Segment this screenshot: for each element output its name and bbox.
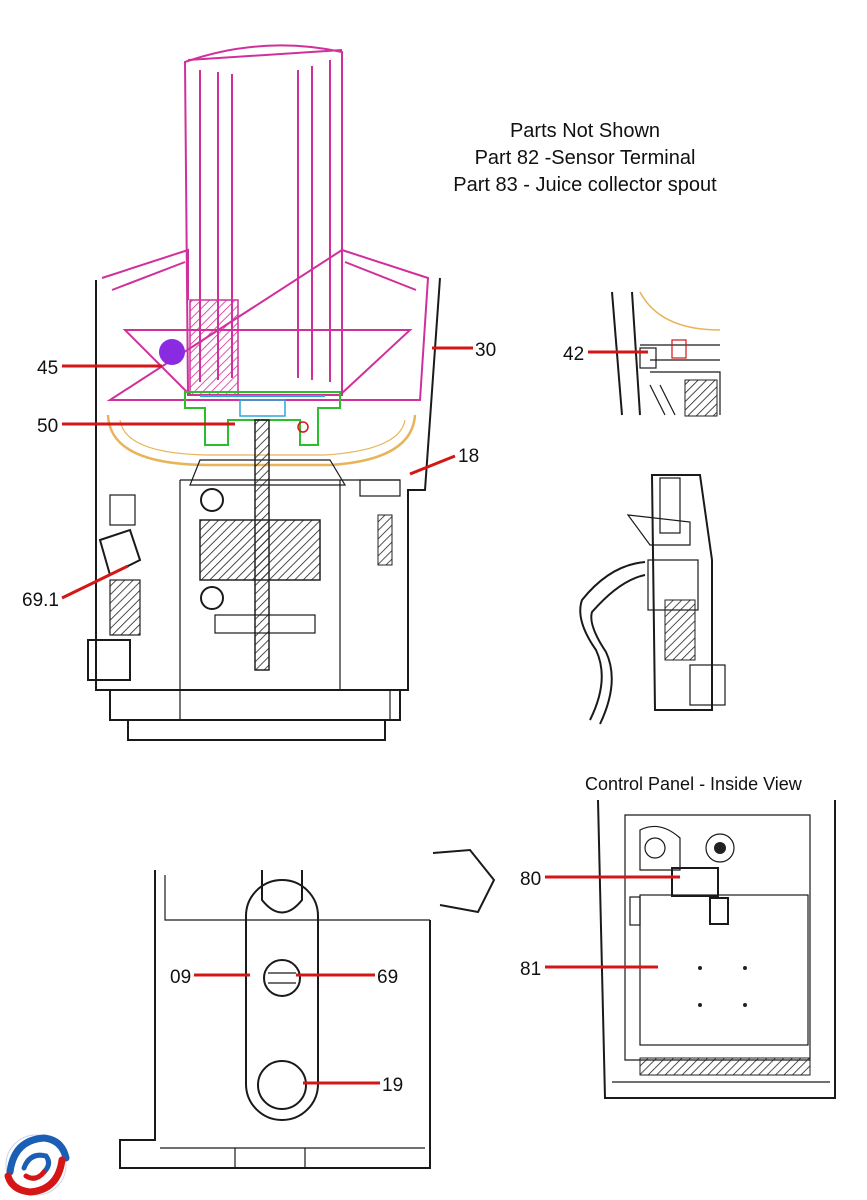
callout-69-1: 69.1 bbox=[22, 590, 59, 611]
juice-bowl bbox=[106, 414, 417, 467]
knob-69 bbox=[263, 959, 301, 997]
parts-not-shown-heading: Parts Not Shown bbox=[509, 120, 661, 142]
callout-81: 81 bbox=[520, 959, 541, 980]
panel-title: Control Panel - Inside View bbox=[585, 774, 803, 794]
side-detail bbox=[579, 474, 726, 725]
swirl-logo-icon bbox=[4, 1134, 70, 1196]
control-panel-inside: Control Panel - Inside View bbox=[585, 774, 836, 1099]
callout-19: 19 bbox=[382, 1075, 403, 1096]
drive-shaft bbox=[254, 419, 270, 671]
callout-42: 42 bbox=[563, 344, 584, 365]
accent-circle bbox=[159, 339, 185, 365]
leader-lines bbox=[61, 346, 680, 1085]
cover-lid bbox=[101, 248, 430, 401]
main-cross-section bbox=[87, 44, 441, 741]
callout-45: 45 bbox=[37, 358, 58, 379]
feed-tube bbox=[183, 44, 343, 396]
callout-69: 69 bbox=[377, 967, 398, 988]
front-view bbox=[119, 848, 496, 1169]
callout-18: 18 bbox=[458, 446, 479, 467]
detail-42 bbox=[611, 291, 721, 417]
callout-09: 09 bbox=[170, 967, 191, 988]
callout-30: 30 bbox=[475, 340, 496, 361]
coupling-assembly bbox=[184, 391, 341, 446]
callout-50: 50 bbox=[37, 416, 58, 437]
control-strip bbox=[245, 879, 319, 1121]
callout-80: 80 bbox=[520, 869, 541, 890]
button-19 bbox=[257, 1060, 307, 1110]
switch-mechanism bbox=[87, 494, 142, 681]
parts-not-shown-line-83: Part 83 - Juice collector spout bbox=[453, 174, 717, 196]
parts-not-shown-line-82: Part 82 -Sensor Terminal bbox=[474, 147, 696, 169]
